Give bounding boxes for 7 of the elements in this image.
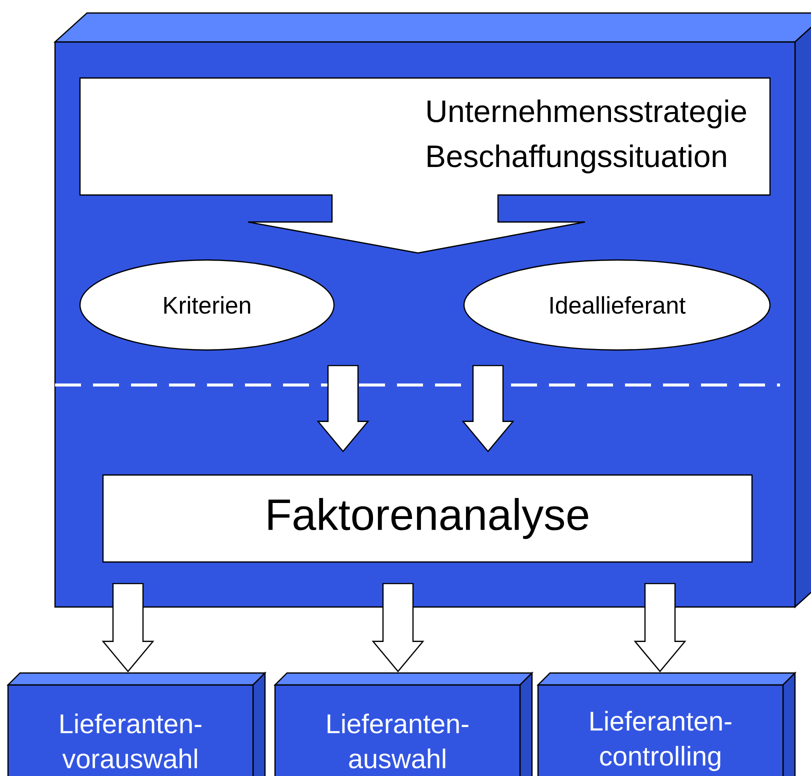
block-arrow <box>634 582 686 672</box>
block-arrow <box>102 582 154 672</box>
block-arrow <box>372 582 424 672</box>
process-box: Faktorenanalyse <box>102 474 753 563</box>
block-arrow <box>316 364 370 452</box>
block-arrow <box>462 364 514 452</box>
callout-box: Unternehmensstrategie Beschaffungssituation <box>79 77 771 254</box>
